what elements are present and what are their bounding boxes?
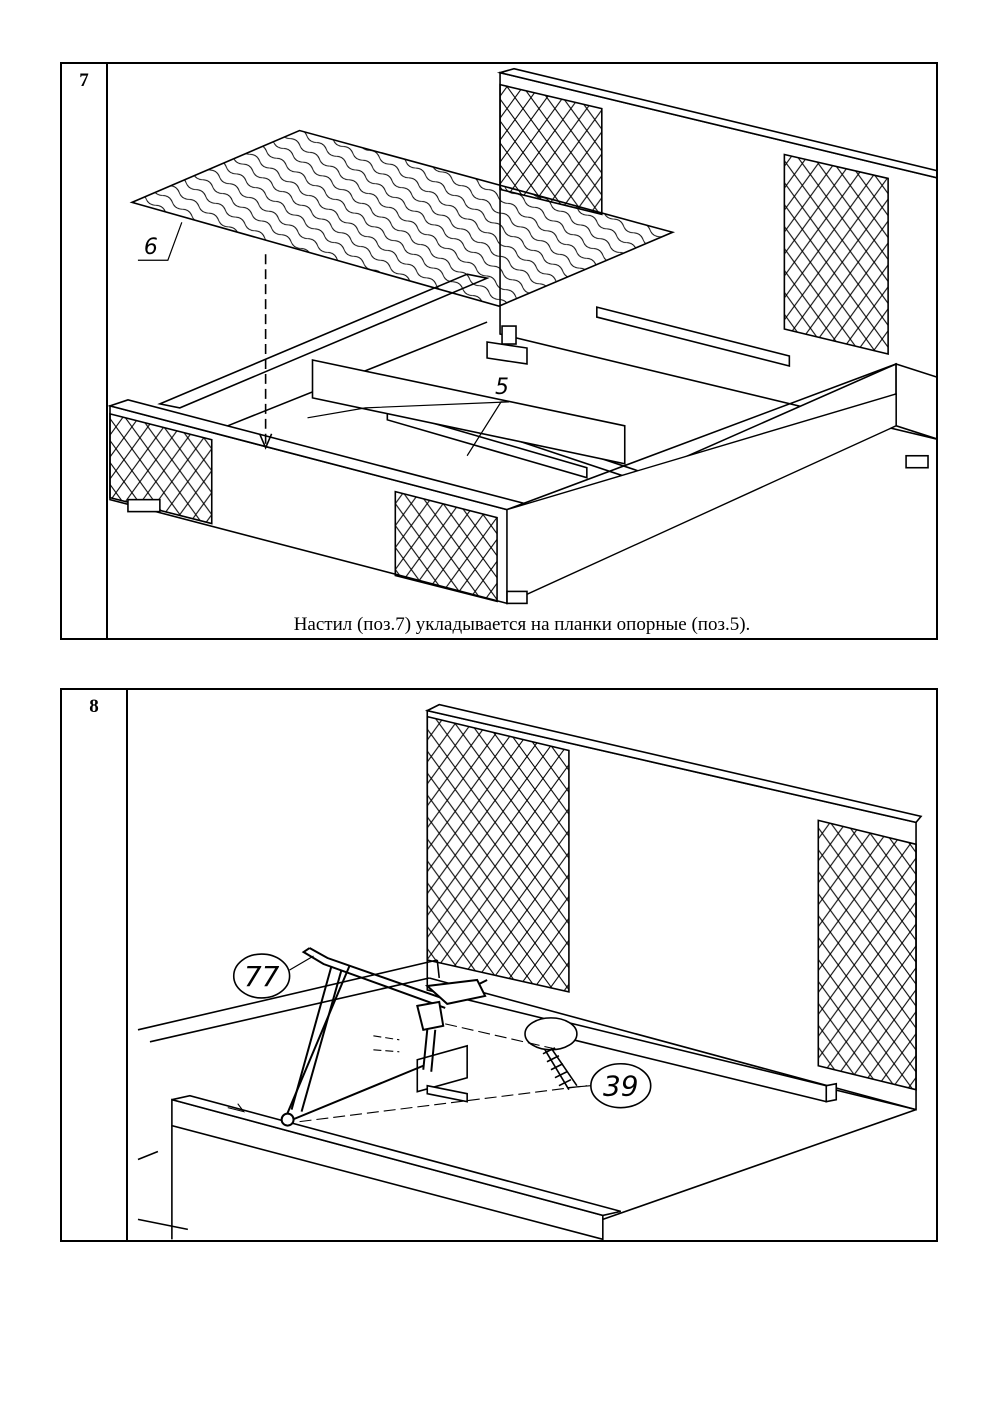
headboard-quilted-panel-right	[817, 819, 917, 1091]
support-slat-front	[386, 408, 588, 479]
step-7-panel: 7	[60, 62, 938, 640]
step-number: 7	[79, 70, 89, 91]
step-8-drawing: 77 39	[128, 690, 936, 1240]
lift-mechanism	[280, 947, 488, 1127]
callout-lift-mechanism-circle	[232, 953, 291, 999]
deck-board	[129, 129, 676, 307]
callout-bolt: 39	[603, 1070, 639, 1103]
callout-lift-mechanism: 77	[244, 960, 280, 993]
bolt	[524, 1017, 578, 1091]
step-8-panel: 8	[60, 688, 938, 1242]
step-number: 8	[89, 696, 99, 717]
headboard-quilted-panel-left	[426, 715, 570, 993]
step-number-cell: 7	[62, 64, 108, 638]
footboard-quilted-panel-left	[109, 412, 213, 525]
step-caption: Настил (поз.7) укладывается на планки оп…	[293, 614, 751, 635]
callout-support-slat: 5	[495, 375, 509, 400]
bed-deck-assembly-diagram: 6 5	[108, 67, 936, 605]
support-slat-back	[596, 306, 791, 367]
lift-mechanism-assembly-diagram: 77 39	[137, 703, 923, 1240]
footboard-quilted-panel-right	[394, 490, 498, 603]
headboard-quilted-panel-right	[783, 153, 889, 356]
step-7-drawing: 6 5	[108, 64, 936, 638]
callout-deck: 6	[144, 235, 158, 260]
step-number-cell: 8	[62, 690, 128, 1240]
